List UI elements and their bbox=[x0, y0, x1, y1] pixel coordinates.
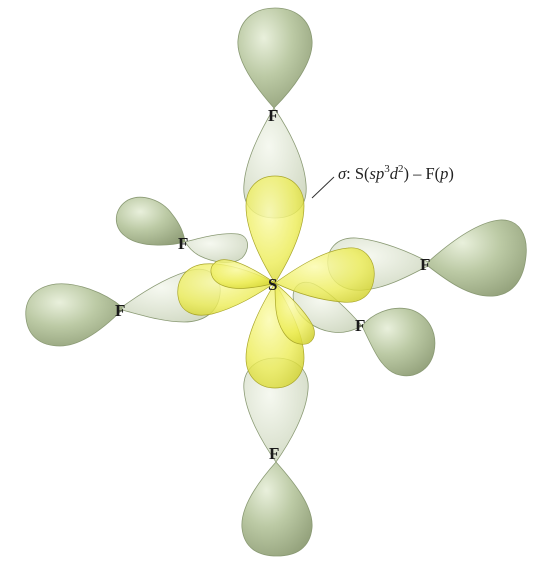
f-top-outer-lobe bbox=[238, 8, 312, 108]
fluorine-label-bottom: F bbox=[269, 444, 279, 463]
fluorine-label-lower-right: F bbox=[355, 316, 365, 335]
f-left-outer-lobe bbox=[26, 284, 122, 346]
caption-mid: ) – F( bbox=[403, 164, 440, 183]
fluorine-label-left: F bbox=[115, 301, 125, 320]
f-upper-left-outer-lobe bbox=[116, 197, 185, 245]
fluorine-label-top: F bbox=[268, 106, 278, 125]
f-bottom-outer-lobe bbox=[242, 462, 312, 556]
caption-p: p bbox=[439, 164, 448, 183]
caption-leader-line bbox=[312, 177, 334, 198]
caption-close: ) bbox=[448, 164, 454, 183]
f-lower-right-outer-lobe bbox=[362, 308, 435, 376]
fluorine-label-right: F bbox=[420, 255, 430, 274]
f-right-outer-lobe bbox=[428, 220, 526, 296]
fluorine-label-upper-left: F bbox=[178, 234, 188, 253]
caption-sp: sp bbox=[370, 164, 385, 183]
sulfur-label: S bbox=[268, 275, 277, 294]
bond-caption: σ: S(sp3d2) – F(p) bbox=[338, 163, 454, 183]
caption-s-open: : S( bbox=[346, 164, 369, 183]
